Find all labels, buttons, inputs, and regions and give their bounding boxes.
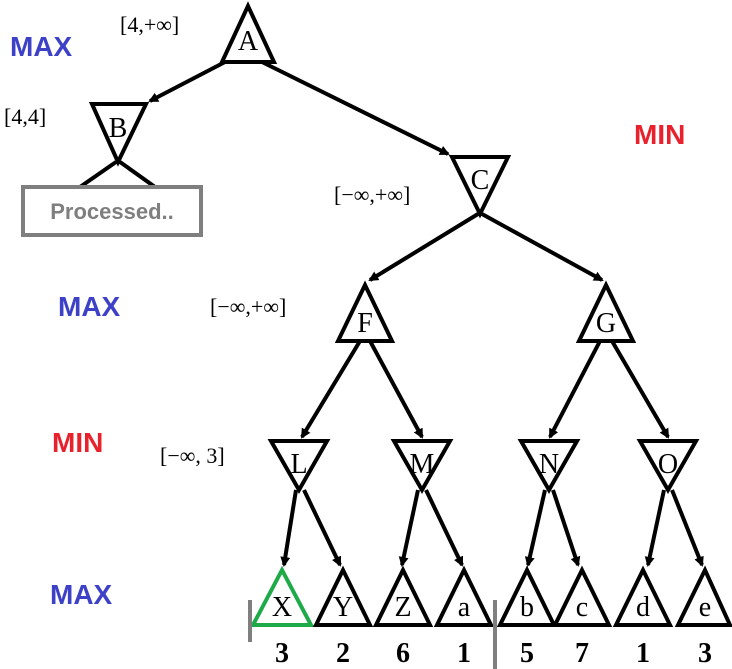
- interval-C: [−∞,+∞]: [334, 182, 410, 207]
- leaf-Y-value: 2: [336, 638, 350, 669]
- level-label-max-1: MAX: [10, 31, 73, 62]
- interval-B: [4,4]: [4, 104, 46, 129]
- leaf-Z-label: Z: [394, 592, 411, 623]
- edge-B-right: [118, 160, 157, 189]
- edge-A-B: [148, 60, 226, 103]
- node-L-label: L: [290, 449, 307, 480]
- leaf-b-value: 5: [520, 638, 534, 669]
- leaf-b-triangle: [496, 565, 558, 627]
- leaf-Z-value: 6: [396, 638, 410, 669]
- leaf-X-triangle: [249, 565, 315, 627]
- edge-M-Z: [398, 489, 420, 567]
- node-N-triangle: [517, 439, 581, 495]
- leaf-e-value: 3: [698, 638, 712, 669]
- node-G-label: G: [596, 308, 616, 339]
- node-A-triangle: [218, 1, 278, 64]
- edge-L-Y: [302, 489, 342, 567]
- edge-C-F: [368, 212, 480, 282]
- leaf-a-value: 1: [457, 638, 471, 669]
- leaf-X-label: X: [272, 592, 292, 623]
- edge-O-e: [670, 489, 704, 567]
- level-label-max-2: MAX: [58, 291, 121, 322]
- edge-F-M: [368, 340, 424, 439]
- edge-G-N: [548, 340, 602, 439]
- processed-label: Processed..: [50, 199, 174, 224]
- leaf-c-triangle: [551, 565, 613, 627]
- edge-B-left: [78, 160, 118, 189]
- edge-N-b: [524, 489, 547, 567]
- node-M-label: M: [410, 449, 435, 480]
- interval-L: [−∞, 3]: [160, 443, 225, 468]
- leaf-d-triangle: [612, 565, 674, 627]
- leaf-Y-triangle: [312, 565, 374, 627]
- node-G-triangle: [575, 280, 637, 343]
- edge-F-L: [300, 339, 362, 439]
- processed-box: [21, 185, 203, 237]
- leaf-Z-triangle: [372, 565, 434, 627]
- edge-M-a: [424, 489, 464, 567]
- node-L-triangle: [267, 439, 331, 495]
- leaf-e-triangle: [674, 565, 732, 627]
- level-label-min-2: MIN: [52, 427, 103, 458]
- leaf-d-label: d: [636, 592, 650, 623]
- leaf-X-value: 3: [275, 638, 289, 669]
- interval-A: [4,+∞]: [120, 12, 179, 37]
- leaf-b-label: b: [520, 592, 534, 623]
- node-M-triangle: [390, 439, 454, 495]
- node-C-triangle: [448, 155, 512, 219]
- node-O-triangle: [636, 439, 700, 495]
- edge-G-O: [610, 339, 670, 439]
- leaf-a-label: a: [458, 592, 471, 623]
- node-F-label: F: [357, 308, 373, 339]
- node-A-label: A: [238, 26, 259, 57]
- leaf-c-value: 7: [575, 638, 589, 669]
- leaf-d-value: 1: [636, 638, 650, 669]
- edge-L-X: [280, 489, 298, 567]
- node-O-label: O: [658, 449, 678, 480]
- level-label-min-1: MIN: [634, 119, 685, 150]
- node-C-label: C: [471, 165, 490, 196]
- leaf-c-label: c: [576, 592, 588, 623]
- leaf-a-triangle: [433, 565, 495, 627]
- leaf-e-label: e: [699, 592, 711, 623]
- node-N-label: N: [539, 449, 559, 480]
- edge-O-d: [644, 489, 666, 567]
- edge-N-c: [551, 489, 581, 567]
- edge-A-C: [261, 60, 450, 156]
- edge-C-G: [481, 212, 604, 282]
- level-label-max-3: MAX: [50, 579, 113, 610]
- node-B-triangle: [88, 102, 150, 167]
- leaf-Y-label: Y: [333, 592, 353, 623]
- node-F-triangle: [334, 280, 396, 343]
- node-B-label: B: [109, 113, 128, 144]
- interval-F: [−∞,+∞]: [210, 294, 286, 319]
- tree-edges: [78, 60, 704, 567]
